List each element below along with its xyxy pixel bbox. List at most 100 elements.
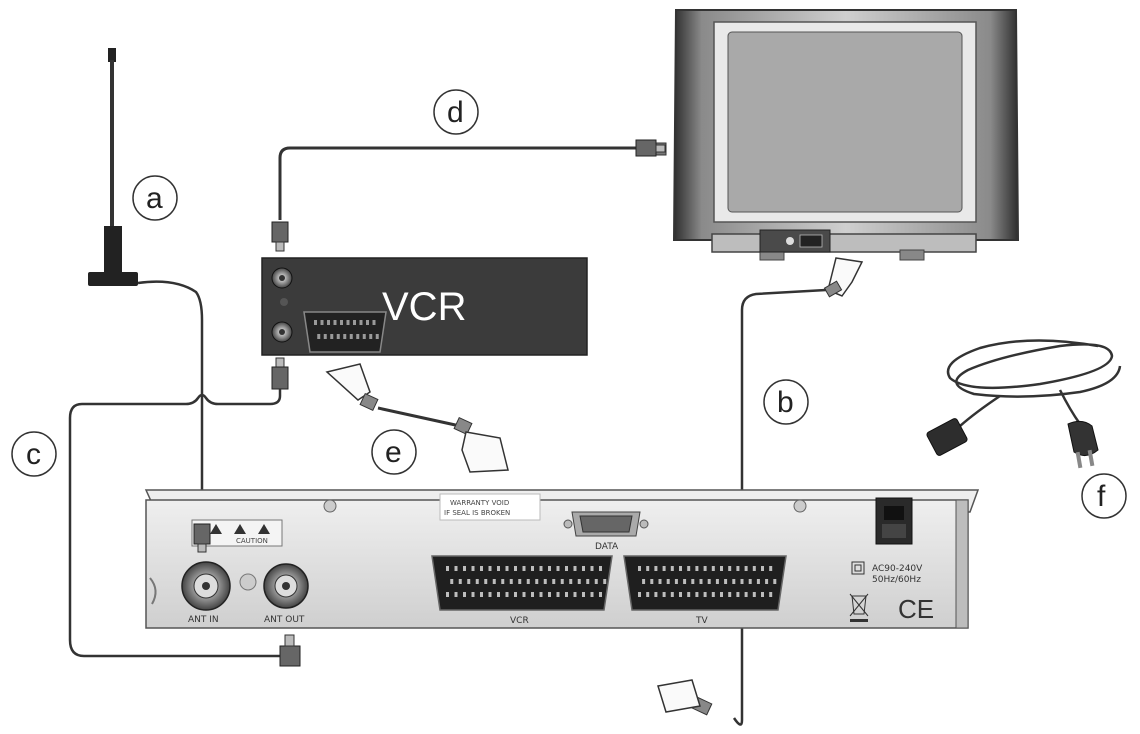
scart-pin [505,566,509,571]
scart-pin [556,566,560,571]
scart-pin [703,566,707,571]
scart-pin [463,592,466,597]
scart-pin [577,579,581,584]
scart-pin [736,592,740,597]
scart-pin [349,334,353,339]
scart-pin [662,566,666,571]
scart-pin [756,579,760,584]
cable-b-scart-plug-icon [657,679,713,716]
screw-icon [793,499,807,513]
power-cord-mains-plug-icon [1067,420,1099,469]
power-rating-line2: 50Hz/60Hz [872,575,921,585]
scart-pin [642,579,646,584]
scart-pin [666,579,670,584]
double-insulation-icon [851,561,865,575]
scart-pin [556,592,560,597]
scart-pin [695,566,699,571]
scart-pin [454,592,458,597]
power-socket[interactable] [875,497,913,545]
cable-c [68,357,301,667]
screw-icon [323,499,337,513]
warranty-sticker-line1: WARRANTY VOID [450,499,509,507]
scart-pin [679,566,682,571]
scart-pin [372,320,376,325]
callout-a-label: a [146,182,163,215]
scart-pin [446,566,449,571]
tv-base [711,233,977,253]
scart-pin [450,579,454,584]
scart-pin [674,579,678,584]
scart-pin [582,592,585,597]
scart-pin [362,334,366,339]
ant-socket-mount [239,573,257,591]
callout-a: a [132,175,178,221]
scart-pin [497,566,500,571]
scart-pin [662,592,666,597]
television [653,9,1020,298]
scart-pin [369,334,373,339]
scart-pin [683,579,687,584]
warning-triangle-icon [258,524,270,534]
scart-pin [638,592,641,597]
scart-pin [711,592,715,597]
scart-pin [552,579,556,584]
warranty-sticker [439,493,541,521]
scart-pin [531,566,534,571]
warning-triangle-icon [210,524,222,534]
cable-b-scart-lead [657,288,827,726]
antenna-plug-into-ant-in [193,523,211,545]
scart-pin [336,334,340,339]
scart-pin [599,592,602,597]
warning-label-text: CAUTION [236,537,268,545]
tv-scart-label: TV [695,616,708,626]
scart-pin [720,566,723,571]
scart-pin [687,566,691,571]
scart-pin [761,592,764,597]
cable-c-plug-receiver [279,645,301,667]
cable-d-plug-tv [635,139,657,157]
ant-in-socket[interactable] [181,561,231,611]
ant-out-socket[interactable] [263,563,309,609]
scart-pin [773,579,777,584]
callout-d: d [433,89,479,135]
vcr-scart-socket[interactable] [431,555,613,611]
scart-pin [687,592,691,597]
scart-pin [375,334,379,339]
power-cord [926,339,1122,469]
scart-pin [356,334,360,339]
scart-pin [724,579,728,584]
tv-screen [727,31,963,213]
cable-e-scart-lead [325,363,509,473]
scart-pin [343,334,347,339]
scart-pin [467,579,471,584]
scart-pin [484,579,488,584]
callout-d-label: d [447,96,464,129]
scart-pin [658,579,662,584]
power-rating-line1: AC90-240V [872,564,923,574]
callout-b: b [763,379,809,425]
scart-pin [590,566,594,571]
scart-pin [340,320,343,325]
callout-f: f [1081,473,1127,519]
callout-c-label: c [26,438,41,471]
scart-pin [526,579,530,584]
tv-scart-socket[interactable] [623,555,787,611]
scart-pin [590,592,594,597]
receiver-side-notch [149,577,157,605]
scart-pin [359,320,363,325]
scart-pin [463,566,466,571]
scart-pin [480,566,483,571]
scart-pin [736,566,740,571]
scart-pin [744,566,748,571]
scart-pin [670,592,674,597]
cable-c-plug-vcr [275,357,285,368]
scart-pin [346,320,350,325]
cable-d-plug-vcr [271,221,289,243]
scart-pin [711,566,715,571]
scart-pin [480,592,483,597]
antenna-cable [137,280,204,524]
vcr-led-icon [280,298,288,306]
callout-b-label: b [777,386,794,419]
scart-pin [323,334,327,339]
scart-pin [353,320,356,325]
